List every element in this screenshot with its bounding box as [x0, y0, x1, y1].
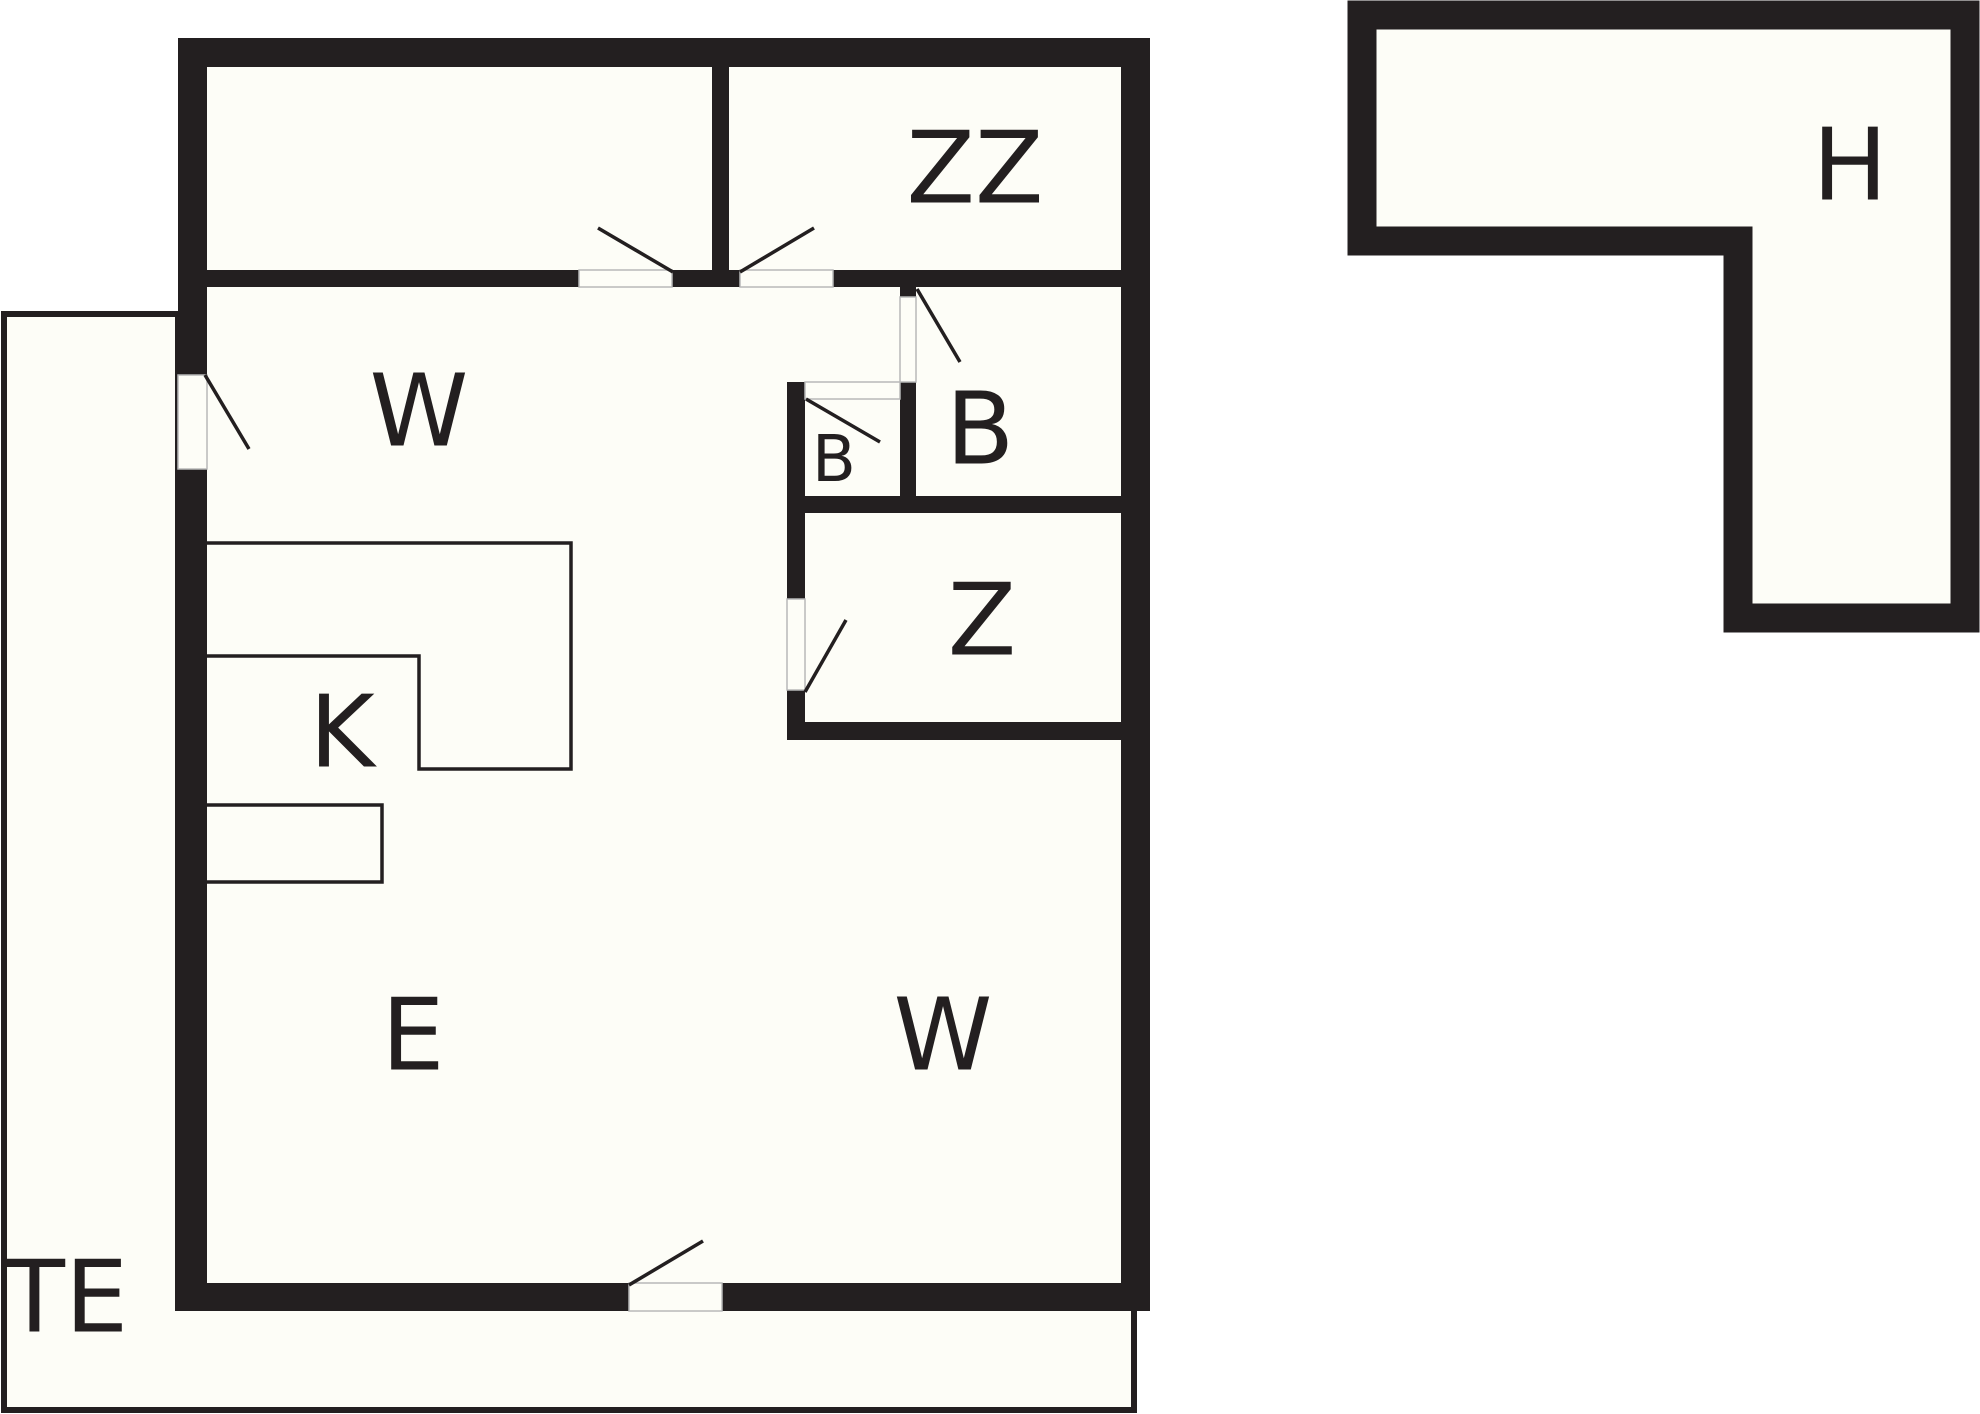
room-label-e: E	[381, 977, 444, 1094]
room-label-zz: ZZ	[906, 110, 1043, 227]
kitchen-counters	[207, 541, 573, 884]
room-label-w-upper: W	[370, 353, 469, 470]
h-building	[1347, 0, 1980, 633]
room-label-w-lower: W	[894, 977, 993, 1094]
room-label-k: K	[309, 674, 377, 791]
room-label-b-large: B	[946, 371, 1015, 488]
room-label-z: Z	[948, 562, 1017, 679]
outer-walls	[178, 38, 1150, 1311]
interior-walls	[207, 67, 1121, 740]
door-swings	[203, 226, 962, 1287]
room-label-h: H	[1812, 107, 1887, 224]
room-label-te: TE	[3, 1239, 128, 1356]
room-label-b-small: B	[812, 423, 856, 497]
main-floor	[178, 38, 1150, 1308]
door-openings	[177, 269, 917, 1312]
